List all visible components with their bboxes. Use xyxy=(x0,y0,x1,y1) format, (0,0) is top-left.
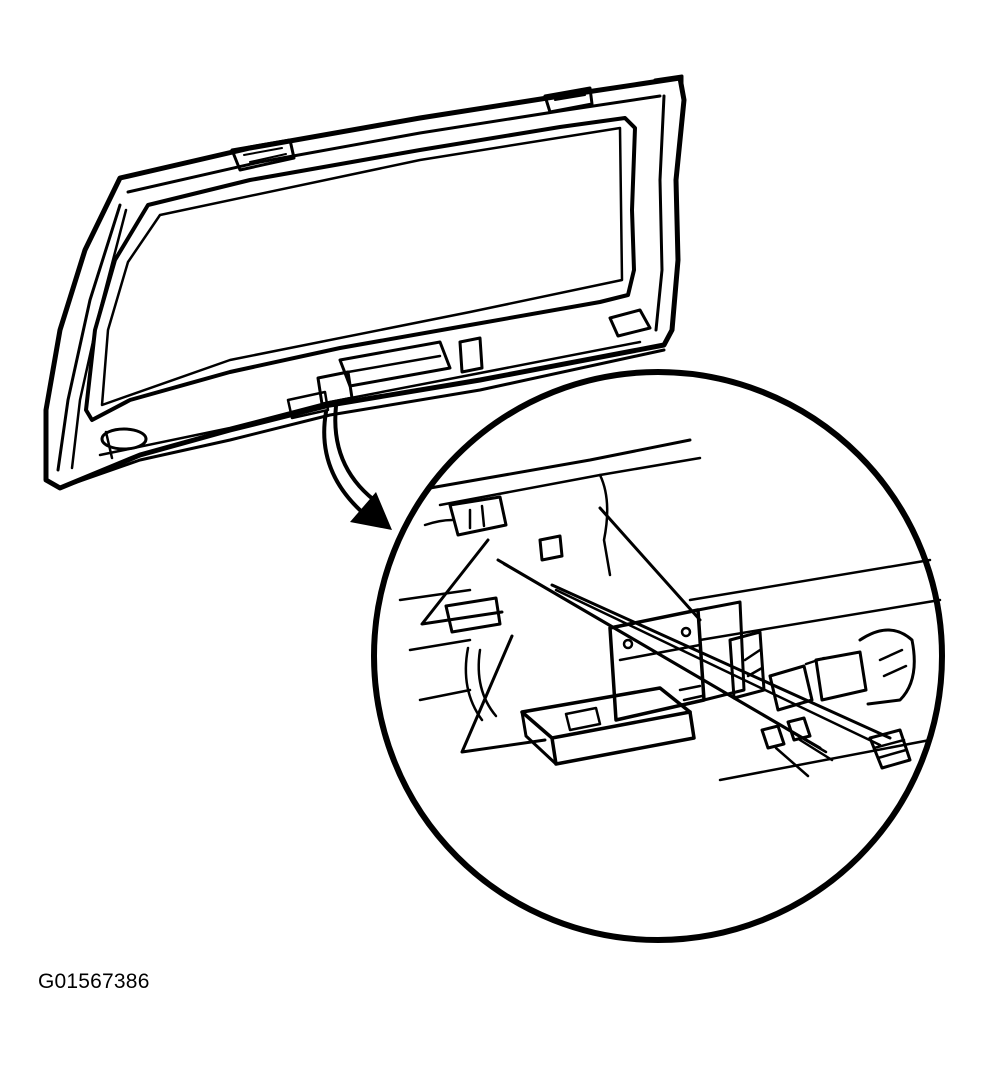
callout-arrow xyxy=(322,404,392,530)
detail-magnifier xyxy=(371,369,945,943)
detail-latch-assembly xyxy=(398,438,942,782)
figure-id-label: G01567386 xyxy=(38,970,150,993)
liftgate-frame xyxy=(43,74,687,491)
